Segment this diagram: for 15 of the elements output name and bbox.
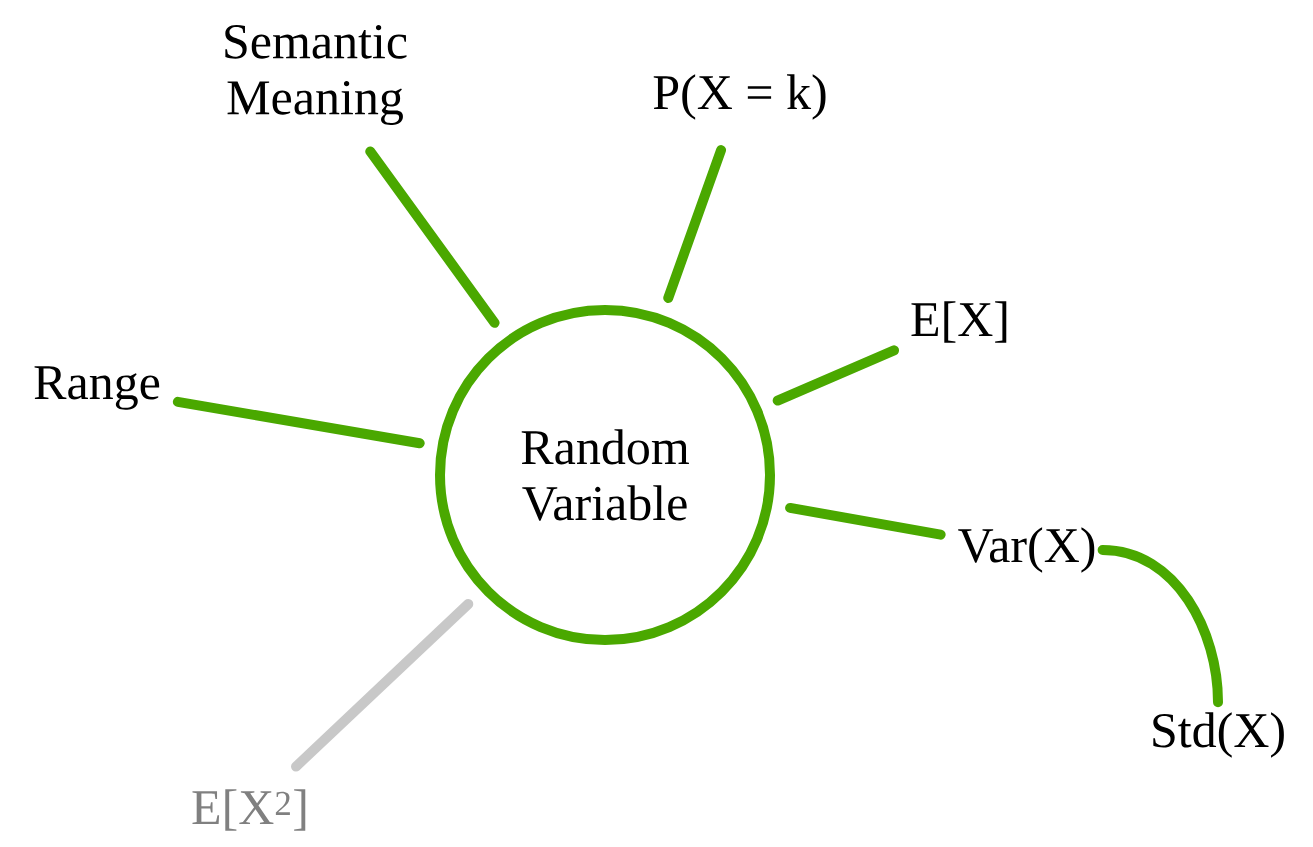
node-label: Semantic Meaning	[225, 25, 407, 125]
node-label: E[X$^{2}$]	[192, 789, 306, 831]
connector-line	[772, 345, 900, 406]
node-label: Range	[34, 366, 160, 410]
node-label: P(X = k)	[653, 74, 826, 120]
node-label: E[X]	[911, 301, 1007, 343]
connector-line	[365, 146, 500, 328]
connector-line	[1097, 545, 1223, 708]
connector-line	[291, 599, 474, 772]
connector-line	[172, 396, 425, 449]
node-label: Var(X)	[958, 527, 1095, 573]
node-label: Std(X)	[1153, 712, 1284, 758]
circle-node: Random Variable	[435, 305, 775, 645]
connector-line	[785, 502, 946, 540]
connector-line	[663, 145, 727, 303]
